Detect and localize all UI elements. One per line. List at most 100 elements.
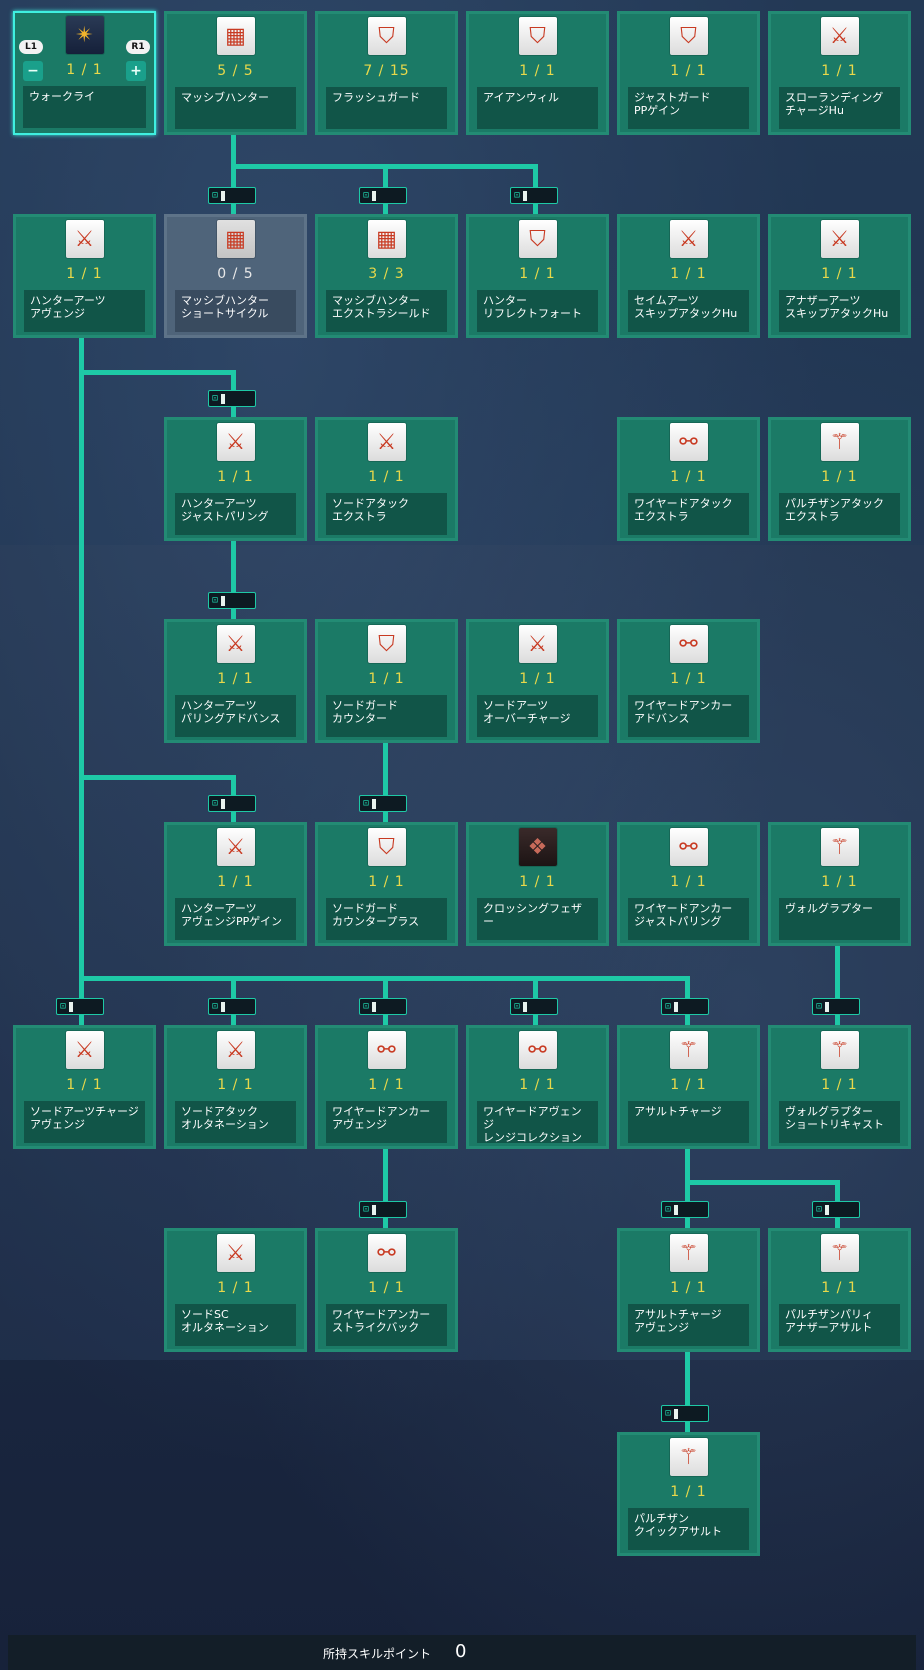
feather-icon: ❖ [518,828,557,866]
skill-node[interactable]: ⚔ 1 / 1 アナザーアーツ スキップアタックHu [768,214,911,338]
skill-node[interactable]: ⚚ 1 / 1 ヴォルグラプター ショートリキャスト [768,1025,911,1149]
skill-name: パルチザン クイックアサルト [628,1508,749,1550]
skill-node[interactable]: ⚯ 1 / 1 ワイヤードアンカー アヴェンジ [315,1025,458,1149]
skill-node[interactable]: ⚚ 1 / 1 パルチザンアタック エクストラ [768,417,911,541]
skill-node[interactable]: ▦ 3 / 3 マッシブハンター エクストラシールド [315,214,458,338]
skill-level: 1 / 1 [368,1280,405,1296]
skill-node[interactable]: ⚚ 1 / 1 アサルトチャージ [617,1025,760,1149]
skill-node[interactable]: ⚚ 1 / 1 アサルトチャージ アヴェンジ [617,1228,760,1352]
sword-equal-icon: ⚔ [669,220,708,258]
skill-node[interactable]: ⚔ 1 / 1 ソードアーツチャージ アヴェンジ [13,1025,156,1149]
skill-node[interactable]: ⚯ 1 / 1 ワイヤードアタック エクストラ [617,417,760,541]
decrease-level-button[interactable]: − [23,61,43,81]
shield-pp-icon: ⛉ [669,17,708,55]
sword-plus-icon: ⚔ [367,423,406,461]
tree-connector [685,1180,840,1185]
r1-button[interactable]: R1 [126,40,150,54]
skill-node[interactable]: ⚔ 1 / 1 ハンターアーツ アヴェンジPPゲイン [164,822,307,946]
skill-level: 1 / 1 [670,1077,707,1093]
skill-level: 1 / 1 [821,469,858,485]
skill-level: 1 / 1 [821,266,858,282]
armor-clock-icon: ▦ [216,220,255,258]
lock-icon: ⊡ [363,1203,370,1215]
skill-name: ウォークライ [23,86,146,128]
unlock-condition-badge: ⊡ [208,390,256,407]
skill-level: 1 / 1 [670,469,707,485]
sword-alt-icon: ⚔ [216,1031,255,1069]
skill-name: ヴォルグラプター [779,898,900,940]
lock-icon: ⊡ [212,594,219,606]
skill-level: 1 / 1 [670,266,707,282]
increase-level-button[interactable]: + [126,61,146,81]
skill-node[interactable]: ⚯ 1 / 1 ワイヤードアンカー ストライクバック [315,1228,458,1352]
wire-strike-icon: ⚯ [367,1234,406,1272]
skill-node[interactable]: ⚚ 1 / 1 パルチザン クイックアサルト [617,1432,760,1556]
skill-node[interactable]: ⚔ 1 / 1 ハンターアーツ アヴェンジ [13,214,156,338]
skill-level: 1 / 1 [670,1484,707,1500]
shield-counter-icon: ⛉ [367,625,406,663]
skill-node[interactable]: ⚔ 1 / 1 ソードアタック オルタネーション [164,1025,307,1149]
skill-name: ワイヤードアンカー アヴェンジ [326,1101,447,1143]
skill-level: 1 / 1 [368,671,405,687]
skill-name: ヴォルグラプター ショートリキャスト [779,1101,900,1143]
skill-level: 0 / 5 [217,266,254,282]
tree-connector [231,540,236,620]
skill-level: 1 / 1 [217,469,254,485]
skill-name: セイムアーツ スキップアタックHu [628,290,749,332]
skill-node[interactable]: ▦ 0 / 5 マッシブハンター ショートサイクル [164,214,307,338]
sword-notequal-icon: ⚔ [820,220,859,258]
unlock-condition-badge: ⊡ [510,187,558,204]
skill-node[interactable]: ⚔ 1 / 1 ソードアーツ オーバーチャージ [466,619,609,743]
skill-node[interactable]: ⚔ 1 / 1 ソードSC オルタネーション [164,1228,307,1352]
shield-counter-plus-icon: ⛉ [367,828,406,866]
skill-node[interactable]: ⚔ 1 / 1 ハンターアーツ ジャストパリング [164,417,307,541]
skill-node[interactable]: ⛉ 7 / 15 フラッシュガード [315,11,458,135]
skill-name: ハンター リフレクトフォート [477,290,598,332]
lock-icon: ⊡ [665,1203,672,1215]
lock-icon: ⊡ [212,392,219,404]
wire-avenge-icon: ⚯ [367,1031,406,1069]
skill-node[interactable]: ⛉ 1 / 1 ジャストガード PPゲイン [617,11,760,135]
skill-node[interactable]: ⛉ 1 / 1 ハンター リフレクトフォート [466,214,609,338]
skill-name: パルチザンアタック エクストラ [779,493,900,535]
skill-node[interactable]: ⚔ 1 / 1 スローランディング チャージHu [768,11,911,135]
skill-node[interactable]: ⚔ 1 / 1 ハンターアーツ パリングアドバンス [164,619,307,743]
skill-node[interactable]: ⚔ 1 / 1 ソードアタック エクストラ [315,417,458,541]
lock-icon: ⊡ [514,1000,521,1012]
tree-connector [231,134,236,169]
lock-icon: ⊡ [816,1000,823,1012]
skill-node[interactable]: ▦ 5 / 5 マッシブハンター [164,11,307,135]
skill-node-warcry[interactable]: ✴ L1 R1 − + 1 / 1 ウォークライ [13,11,156,135]
skill-name: ソードアーツ オーバーチャージ [477,695,598,737]
skill-name: ワイヤードアタック エクストラ [628,493,749,535]
sword-parry-icon: ⚔ [216,423,255,461]
skill-level: 3 / 3 [368,266,405,282]
wire-plus-icon: ⚯ [669,423,708,461]
skill-node[interactable]: ⚔ 1 / 1 セイムアーツ スキップアタックHu [617,214,760,338]
lock-icon: ⊡ [60,1000,67,1012]
skill-level: 1 / 1 [368,1077,405,1093]
skill-node[interactable]: ⛉ 1 / 1 ソードガード カウンター [315,619,458,743]
skill-level: 1 / 1 [670,874,707,890]
armor-icon: ▦ [216,17,255,55]
skill-name: ソードガード カウンタープラス [326,898,447,940]
skill-level: 1 / 1 [821,874,858,890]
unlock-condition-badge: ⊡ [812,1201,860,1218]
l1-button[interactable]: L1 [19,40,43,54]
partisan-quick-icon: ⚚ [669,1438,708,1476]
skill-node[interactable]: ⛉ 1 / 1 ソードガード カウンタープラス [315,822,458,946]
tree-connector [835,946,840,1027]
unlock-condition-badge: ⊡ [208,795,256,812]
skill-name: ソードSC オルタネーション [175,1304,296,1346]
skill-level: 1 / 1 [519,63,556,79]
skill-node[interactable]: ⛉ 1 / 1 アイアンウィル [466,11,609,135]
lock-icon: ⊡ [212,797,219,809]
skill-node[interactable]: ⚚ 1 / 1 ヴォルグラプター [768,822,911,946]
skill-node[interactable]: ⚯ 1 / 1 ワイヤードアヴェンジ レンジコレクション [466,1025,609,1149]
skill-name: マッシブハンター ショートサイクル [175,290,296,332]
skill-node[interactable]: ⚚ 1 / 1 パルチザンパリィ アナザーアサルト [768,1228,911,1352]
skill-name: クロッシングフェザー [477,898,598,940]
skill-node[interactable]: ⚯ 1 / 1 ワイヤードアンカー アドバンス [617,619,760,743]
skill-node[interactable]: ⚯ 1 / 1 ワイヤードアンカー ジャストパリング [617,822,760,946]
skill-node[interactable]: ❖ 1 / 1 クロッシングフェザー [466,822,609,946]
